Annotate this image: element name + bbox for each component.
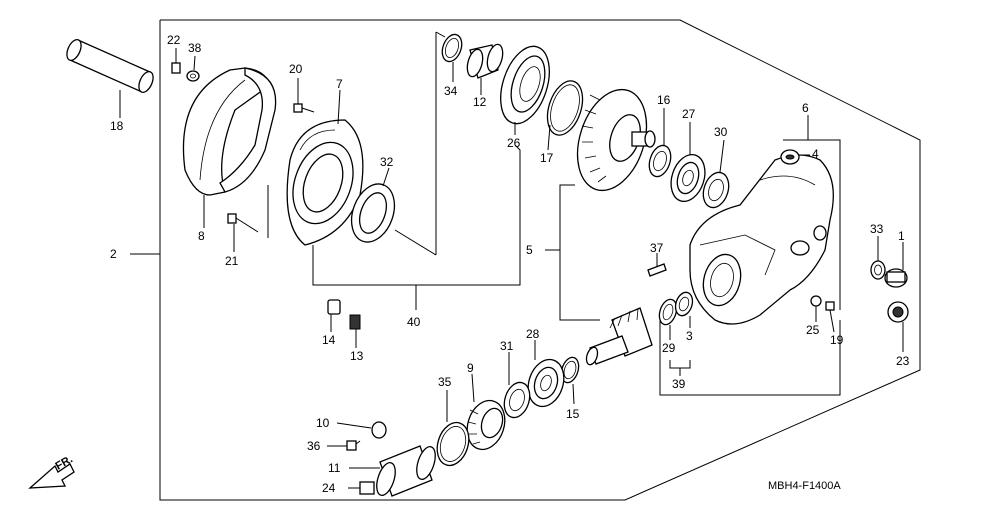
label-part-40: 40 [407, 315, 421, 329]
seal-part-32 [350, 167, 437, 256]
group-bracket-5 [545, 184, 600, 321]
label-part-1: 1 [898, 229, 905, 243]
label-part-21: 21 [225, 254, 239, 268]
label-part-14: 14 [322, 333, 336, 347]
washer-part-33 [870, 236, 886, 280]
label-part-27: 27 [682, 107, 696, 121]
label-part-30: 30 [714, 125, 728, 139]
bolt-part-13 [349, 314, 361, 348]
label-part-20: 20 [289, 62, 303, 76]
label-part-12: 12 [473, 95, 487, 109]
label-part-36: 36 [307, 439, 321, 453]
label-part-16: 16 [657, 93, 671, 107]
bolt-part-20 [293, 78, 315, 113]
label-part-24: 24 [322, 481, 336, 495]
front-arrow-icon [28, 463, 75, 489]
ring-gear [576, 88, 656, 192]
pinion-gear [585, 307, 653, 366]
label-part-2: 2 [110, 247, 117, 261]
seal-part-31 [503, 352, 531, 419]
label-part-35: 35 [438, 375, 452, 389]
label-part-3: 3 [686, 329, 693, 343]
plug-part-1 [884, 242, 908, 288]
assembly-outline [159, 19, 921, 501]
circlip-part-17 [546, 80, 584, 151]
bolt-part-22 [171, 48, 181, 74]
shim-part-29 [658, 298, 678, 340]
label-part-15: 15 [566, 407, 580, 421]
label-part-5: 5 [526, 243, 533, 257]
housing-part-7 [286, 89, 364, 246]
label-part-37: 37 [650, 241, 664, 255]
label-part-4: 4 [812, 147, 819, 161]
group-bracket-40 [312, 32, 521, 310]
group-bracket-6 [783, 115, 841, 310]
bearing-part-27 [670, 122, 706, 203]
label-part-17: 17 [540, 151, 554, 165]
label-part-39: 39 [672, 377, 686, 391]
seal-part-30 [702, 139, 730, 209]
diagram-code: MBH4-F1400A [768, 480, 841, 492]
pipe-part-18 [66, 39, 154, 118]
label-part-34: 34 [444, 84, 458, 98]
bearing-part-26 [500, 45, 550, 135]
label-part-9: 9 [467, 361, 474, 375]
label-part-29: 29 [662, 341, 676, 355]
gear-case-part-6 [689, 154, 834, 325]
label-part-31: 31 [500, 339, 514, 353]
label-part-33: 33 [870, 222, 884, 236]
washer-part-25 [810, 295, 822, 322]
cap-part-10 [336, 421, 387, 439]
o-ring-part-34 [435, 31, 463, 82]
circlip-part-15 [560, 356, 580, 405]
label-part-25: 25 [806, 323, 820, 337]
label-part-18: 18 [110, 119, 124, 133]
label-part-23: 23 [896, 354, 910, 368]
washer-part-16 [648, 108, 672, 178]
guard-part-8 [182, 67, 277, 228]
bolt-part-21 [227, 213, 259, 252]
bolt-part-36 [327, 440, 361, 451]
group-bracket-39 [659, 320, 841, 396]
label-part-28: 28 [526, 327, 540, 341]
label-part-7: 7 [336, 77, 343, 91]
part-labels: 1 2 3 4 5 6 7 8 9 10 11 12 13 14 15 16 1… [110, 33, 910, 495]
label-part-11: 11 [328, 461, 341, 475]
washer-part-3 [674, 291, 694, 328]
label-part-38: 38 [188, 41, 202, 55]
bolt-part-19 [825, 301, 835, 333]
label-part-8: 8 [198, 229, 205, 243]
joint-part-9 [466, 373, 506, 451]
label-part-26: 26 [507, 136, 521, 150]
label-part-13: 13 [350, 349, 364, 363]
o-ring-part-35 [436, 390, 470, 467]
collar-part-12 [466, 43, 504, 95]
drain-plug-part-23 [887, 301, 909, 352]
stud-part-37 [647, 253, 667, 277]
bearing-part-28 [527, 340, 565, 408]
label-part-22: 22 [167, 33, 181, 47]
boot-part-11 [349, 445, 436, 497]
clip-part-14 [327, 299, 341, 332]
label-part-32: 32 [380, 155, 394, 169]
washer-part-38 [186, 55, 200, 82]
bolt-part-24 [348, 481, 375, 495]
breather-part-4 [780, 149, 810, 165]
label-part-6: 6 [802, 101, 809, 115]
label-part-19: 19 [830, 333, 844, 347]
label-part-10: 10 [316, 416, 330, 430]
